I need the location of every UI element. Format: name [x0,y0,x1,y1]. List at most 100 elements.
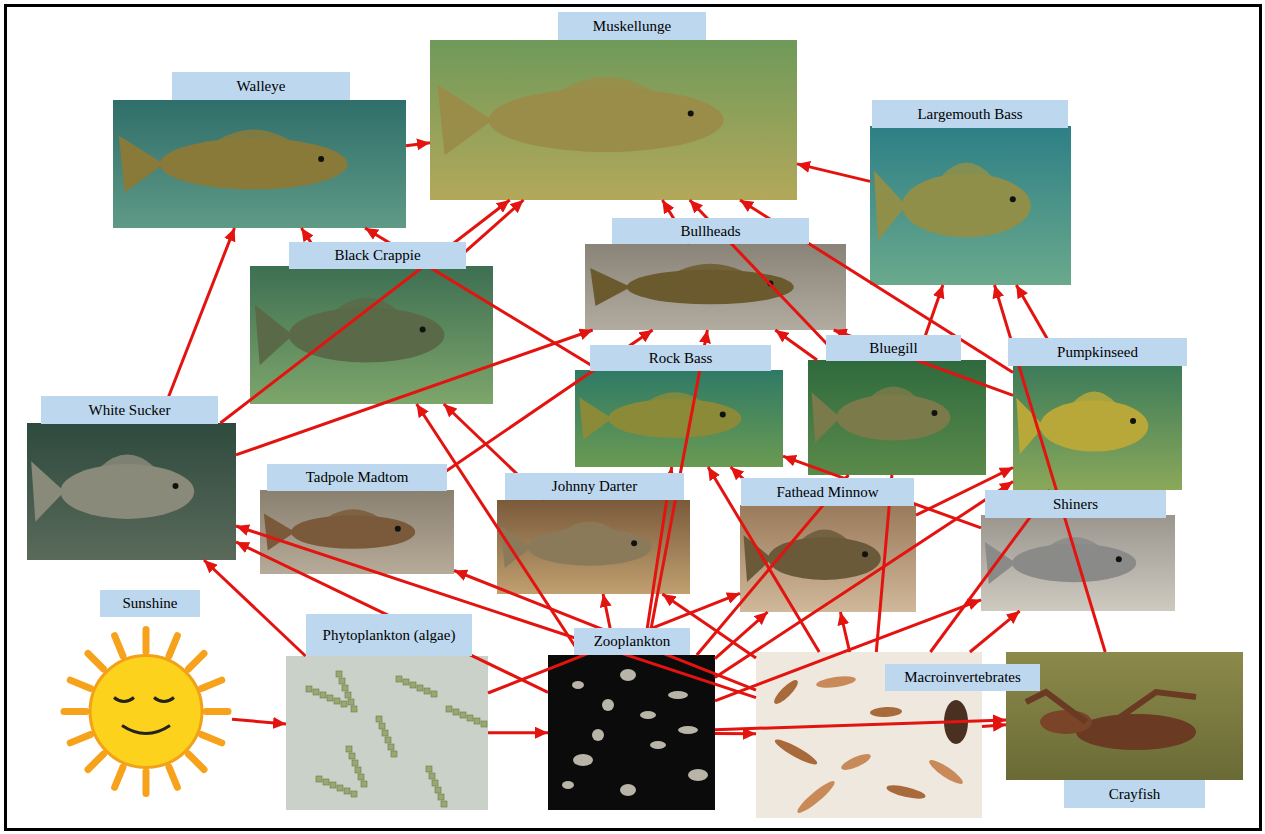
organism-node: Bullheads [585,244,846,330]
species-label: Fathead Minnow [741,478,914,506]
organism-picture [1013,362,1182,490]
species-label: Zooplankton [574,628,690,655]
organism-picture [740,505,916,612]
organism-picture [286,656,488,810]
species-label: Sunshine [100,590,200,617]
organism-node: Phytoplankton (algae) [286,656,488,810]
organism-node: Macroinvertebrates [756,652,982,818]
feeding-arrow [731,467,772,505]
organism-node: Zooplankton [548,655,715,810]
feeding-arrow [834,330,1013,395]
feeding-arrow [603,594,616,655]
species-label: Walleye [172,72,350,100]
species-label: Pumpkinseed [1008,338,1187,366]
feeding-arrow [643,467,672,655]
feeding-arrow [232,719,286,724]
species-label: Bluegill [826,335,961,361]
feeding-arrow [406,143,430,146]
feeding-arrow [1085,490,1089,515]
feeding-arrow [646,330,707,655]
feeding-arrow [917,285,943,360]
feeding-arrow [715,612,768,659]
species-label: Phytoplankton (algae) [306,614,472,656]
feeding-arrow [916,468,1013,516]
organism-node: Rock Bass [575,370,783,467]
organism-picture [27,423,236,560]
feeding-arrow [982,725,1006,727]
organism-node: Black Crappie [250,266,493,404]
feeding-arrow [775,330,817,360]
feeding-arrow [970,611,1020,652]
feeding-arrow [449,200,523,266]
feeding-arrow [740,200,1013,373]
species-label: Largemouth Bass [872,100,1068,128]
feeding-arrow [488,731,548,734]
organism-picture [497,500,690,594]
feeding-arrow [419,330,653,490]
feeding-arrow [236,542,548,692]
organism-picture [870,126,1071,285]
feeding-arrow [158,228,234,423]
feeding-arrow [236,330,593,455]
organism-picture [548,655,715,810]
feeding-arrow [797,164,870,182]
organism-picture [260,490,454,574]
organism-picture [250,266,493,404]
organism-node: Muskellunge [430,40,797,200]
feeding-arrow [454,571,756,691]
organism-node: Tadpole Madtom [260,490,454,574]
feeding-arrow [697,475,849,655]
species-label: Shiners [985,490,1166,518]
species-label: Black Crappie [289,242,466,269]
species-label: Tadpole Madtom [267,464,447,491]
feeding-arrow [662,594,756,658]
organism-node: Crayfish [1006,652,1243,780]
organism-picture [808,360,986,475]
feeding-arrow [876,475,892,652]
organism-node: Bluegill [808,360,986,475]
feeding-arrow [715,720,1006,730]
feeding-arrow [783,456,981,528]
species-label: Crayfish [1064,780,1205,808]
feeding-arrow [488,593,740,693]
organism-picture [575,370,783,467]
species-label: Muskellunge [558,12,706,40]
organism-picture [113,100,406,228]
organism-node: Shiners [981,515,1175,611]
feeding-arrow [1016,285,1060,362]
species-label: Johnny Darter [505,473,684,500]
feeding-arrow [715,600,981,701]
species-label: Macroinvertebrates [885,664,1040,691]
feeding-arrow [715,732,756,735]
feeding-arrow [444,404,545,500]
feeding-arrow [301,228,326,266]
feeding-arrow [690,200,843,360]
organism-node: Walleye [113,100,406,228]
organism-picture [430,40,797,200]
feeding-arrow [662,200,689,244]
feeding-arrow [708,467,819,652]
feeding-arrow [995,285,1106,652]
feeding-arrow [417,404,581,655]
organism-picture [1006,652,1243,780]
organism-picture [981,515,1175,611]
feeding-arrow [715,482,1013,678]
organism-node: Pumpkinseed [1013,362,1182,490]
organism-node: Sunshine [60,615,232,808]
feeding-arrow [204,560,306,656]
feeding-arrow [930,490,1050,652]
feeding-arrow [220,200,509,423]
species-label: Bullheads [612,218,809,244]
organism-picture [585,244,846,330]
organism-node: Johnny Darter [497,500,690,594]
organism-node: Fathead Minnow [740,505,916,612]
feeding-arrow [840,612,849,652]
species-label: White Sucker [41,396,218,424]
organism-node: White Sucker [27,423,236,560]
species-label: Rock Bass [590,345,771,371]
feeding-arrow [236,526,756,698]
organism-picture [60,615,232,808]
organism-node: Largemouth Bass [870,126,1071,285]
feeding-arrow [365,228,599,370]
